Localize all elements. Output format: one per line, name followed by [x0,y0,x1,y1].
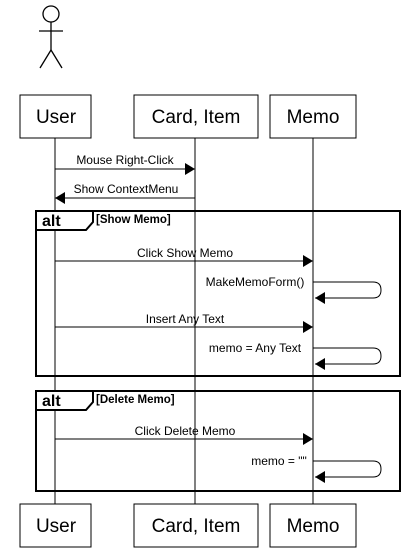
svg-text:User: User [36,107,77,128]
svg-text:[Delete Memo]: [Delete Memo] [96,394,175,406]
actor-icon [39,5,63,69]
svg-text:alt: alt [42,393,61,410]
participant-user-bottom: User [19,503,92,548]
svg-text:Show ContextMenu: Show ContextMenu [74,182,179,196]
message-mouse-right-click: Mouse Right-Click [55,153,195,175]
svg-text:Mouse Right-Click: Mouse Right-Click [76,153,174,167]
svg-text:Memo: Memo [287,516,340,537]
participant-card-top: Card, Item [133,94,259,139]
participant-memo-top: Memo [269,94,357,139]
svg-text:memo = "": memo = "" [251,454,307,468]
message-show-context-menu: Show ContextMenu [55,182,195,204]
svg-text:Card, Item: Card, Item [152,107,241,128]
message-memo-any-text: memo = Any Text [209,341,382,370]
participant-user-top: User [19,94,92,139]
svg-text:MakeMemoForm(): MakeMemoForm() [206,275,305,289]
svg-text:Insert Any Text: Insert Any Text [146,312,225,326]
message-memo-empty: memo = "" [251,454,382,483]
svg-text:memo = Any Text: memo = Any Text [209,341,302,355]
svg-text:[Show Memo]: [Show Memo] [96,214,171,226]
message-make-memo-form: MakeMemoForm() [206,275,382,304]
message-insert-any-text: Insert Any Text [55,312,313,333]
participant-card-bottom: Card, Item [133,503,259,548]
fragment-alt-delete-memo: alt [Delete Memo] [35,390,401,492]
fragment-alt-show-memo: alt [Show Memo] [35,210,401,377]
svg-text:Card, Item: Card, Item [152,516,241,537]
svg-text:Click Show Memo: Click Show Memo [137,246,233,260]
svg-text:alt: alt [42,213,61,230]
svg-text:Click Delete Memo: Click Delete Memo [135,424,236,438]
message-click-delete-memo: Click Delete Memo [55,424,313,445]
message-click-show-memo: Click Show Memo [55,246,313,267]
svg-text:Memo: Memo [287,107,340,128]
svg-text:User: User [36,516,77,537]
participant-memo-bottom: Memo [269,503,357,548]
